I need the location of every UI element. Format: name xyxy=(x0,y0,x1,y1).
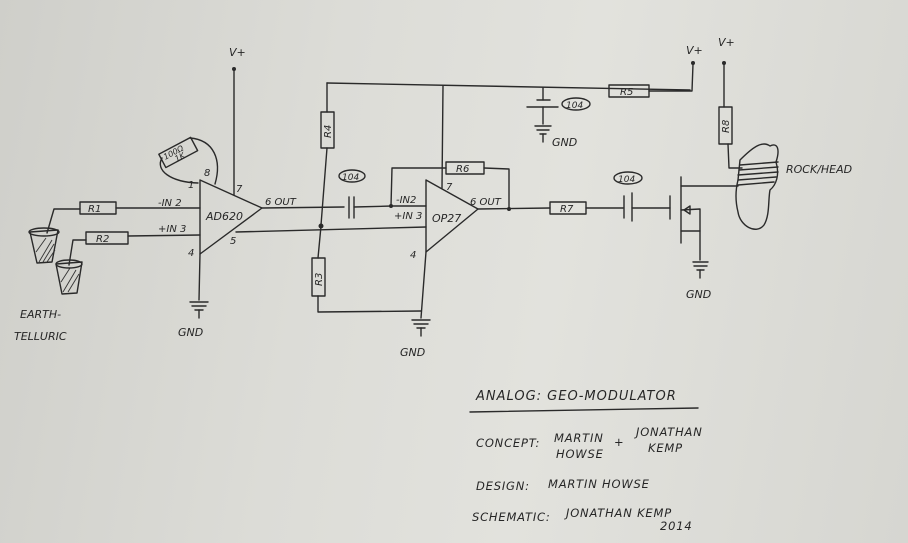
ad620-pin1: 1 xyxy=(188,180,194,191)
svg-text:104: 104 xyxy=(618,175,635,185)
ad620-pin5: 5 xyxy=(230,236,236,247)
diagram-title: ANALOG: GEO-MODULATOR xyxy=(475,389,677,404)
op27-pin-minus: -IN2 xyxy=(396,195,416,206)
concept-name2b: KEMP xyxy=(648,441,683,455)
resistor-r8: R8 xyxy=(718,106,733,145)
ad620-pin-plus: +IN 3 xyxy=(158,224,186,235)
schematic-year: 2014 xyxy=(660,519,692,533)
resistor-r6: R6 xyxy=(445,161,485,175)
ad620-supply-label: V+ xyxy=(229,46,246,59)
r8-supply-label: V+ xyxy=(718,36,735,49)
concept-label: CONCEPT: xyxy=(476,436,540,450)
mosfet-ground-label: GND xyxy=(686,288,711,301)
schematic-label: SCHEMATIC: xyxy=(472,510,551,524)
svg-text:R2: R2 xyxy=(96,234,109,245)
capacitor-input: 104 xyxy=(338,169,366,219)
resistor-r5: R5 xyxy=(608,84,650,98)
svg-text:R8: R8 xyxy=(721,120,732,133)
ad620-ground-label: GND xyxy=(178,326,203,339)
resistor-r2: R2 xyxy=(85,231,129,245)
concept-plus: + xyxy=(614,435,624,449)
svg-text:R3: R3 xyxy=(314,273,325,286)
resistor-r1: R1 xyxy=(79,201,117,215)
ground-symbol-ad620 xyxy=(189,301,209,319)
ad620-pin4: 4 xyxy=(188,248,194,259)
svg-text:R4: R4 xyxy=(323,125,334,138)
rock-head-coil xyxy=(735,143,779,230)
ground-symbol-mosfet xyxy=(692,261,709,279)
design-label: DESIGN: xyxy=(476,479,530,493)
capacitor-bypass: 104 xyxy=(526,87,591,143)
op27-pin7: 7 xyxy=(446,182,453,193)
ad620-pin8: 8 xyxy=(204,168,210,179)
earth-electrode-2 xyxy=(55,259,83,295)
r5-supply-label: V+ xyxy=(686,44,703,57)
ad620-pin-out: 6 OUT xyxy=(265,197,297,208)
svg-text:104: 104 xyxy=(342,173,359,183)
design-name: MARTIN HOWSE xyxy=(548,477,650,491)
svg-text:R1: R1 xyxy=(88,204,101,215)
svg-text:R7: R7 xyxy=(560,204,574,215)
op27-ground-label: GND xyxy=(400,346,425,359)
mosfet xyxy=(669,176,739,261)
svg-text:R5: R5 xyxy=(620,87,633,98)
resistor-r7: R7 xyxy=(549,201,587,215)
earth-electrode-1 xyxy=(28,227,60,264)
earth-label-line1: EARTH- xyxy=(20,308,61,321)
ad620-pin7: 7 xyxy=(236,184,243,195)
op27-pin4: 4 xyxy=(410,250,416,261)
concept-name1: MARTIN xyxy=(554,431,604,445)
ad620-pin-minus: -IN 2 xyxy=(158,198,182,209)
concept-name1b: HOWSE xyxy=(556,447,604,461)
schematic-name: JONATHAN KEMP xyxy=(564,506,672,520)
svg-text:104: 104 xyxy=(566,101,583,111)
op27-name: OP27 xyxy=(432,212,461,225)
resistor-r4: R4 xyxy=(320,111,335,149)
op27-amplifier: OP27 xyxy=(425,179,479,253)
op27-pin-plus: +IN 3 xyxy=(394,211,422,222)
rock-head-label: ROCK/HEAD xyxy=(786,163,852,176)
capacitor-output: 104 xyxy=(613,171,643,222)
ad620-name: AD620 xyxy=(205,210,243,223)
bypass-ground-label: GND xyxy=(552,136,577,149)
earth-label-line2: TELLURIC xyxy=(14,330,67,343)
op27-pin-out: 6 OUT xyxy=(470,197,502,208)
svg-text:R6: R6 xyxy=(456,164,469,175)
ground-symbol-op27 xyxy=(411,319,431,337)
concept-name2: JONATHAN xyxy=(634,425,703,439)
ad620-amplifier: AD620 xyxy=(199,179,263,255)
resistor-r3: R3 xyxy=(311,257,326,297)
